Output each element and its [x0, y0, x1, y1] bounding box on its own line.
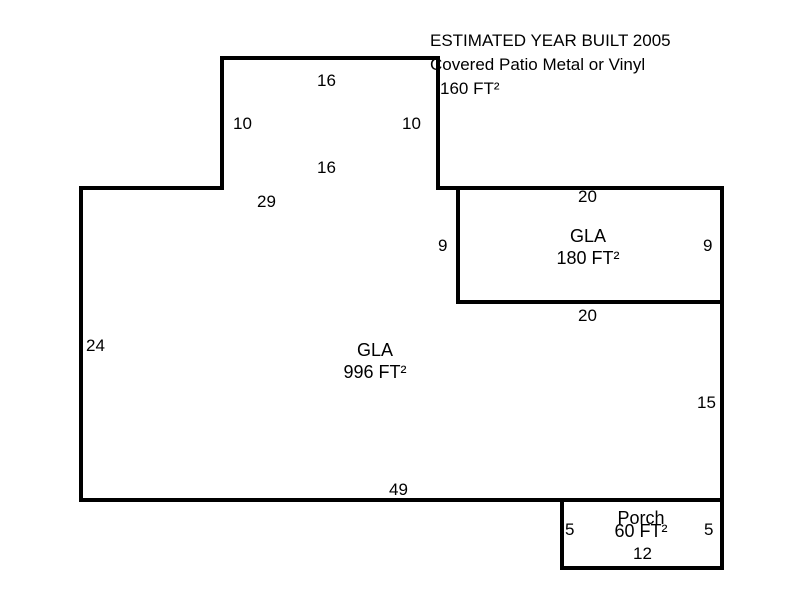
note-patio-area: 160 FT² [440, 79, 500, 98]
dimension-porch-right: 5 [704, 520, 714, 539]
dimension-porch-bottom: 12 [633, 544, 652, 563]
area-label-porch: Porch 60 FT² [581, 508, 701, 541]
area-value-gla-right: 180 FT² [556, 248, 620, 268]
dimension-main-bottom: 49 [389, 480, 408, 499]
dimension-gla-right-top: 20 [578, 187, 597, 206]
sketch-notes: ESTIMATED YEAR BUILT 2005 Covered Patio … [430, 32, 671, 97]
dimension-patio-top: 16 [317, 71, 336, 90]
dimension-gla-right-left: 9 [438, 236, 448, 255]
dimension-patio-left: 10 [233, 114, 252, 133]
dimension-gla-right-right: 9 [703, 236, 713, 255]
main-gla-outline [79, 186, 564, 502]
dimension-porch-left: 5 [565, 520, 575, 539]
dimension-patio-bottom: 16 [317, 158, 336, 177]
note-year-built: ESTIMATED YEAR BUILT 2005 [430, 31, 671, 50]
dimension-main-right-lower: 15 [697, 393, 716, 412]
dimension-main-top-left: 29 [257, 192, 276, 211]
covered-patio-outline [220, 56, 440, 190]
note-patio-description: Covered Patio Metal or Vinyl [430, 55, 646, 74]
dimension-main-left: 24 [86, 336, 105, 355]
dimension-gla-right-bottom: 20 [578, 306, 597, 325]
area-name-gla-right: GLA [569, 226, 607, 246]
area-label-gla-right: GLA 180 FT² [508, 227, 668, 267]
area-label-gla-main: GLA 996 FT² [285, 341, 465, 381]
dimension-patio-right: 10 [402, 114, 421, 133]
area-name-porch: Porch [617, 508, 665, 528]
porch-outline [560, 498, 724, 570]
area-value-gla-main: 996 FT² [343, 362, 407, 382]
area-name-gla-main: GLA [356, 340, 394, 360]
gla-right-outline [456, 186, 724, 304]
area-value-porch: 60 FT² [614, 521, 668, 541]
